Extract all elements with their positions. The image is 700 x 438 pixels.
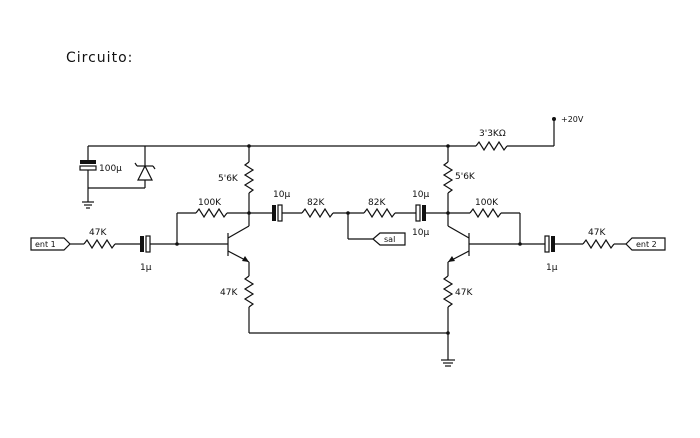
- r-col-right: [442, 144, 454, 226]
- r-fb-right-label: 100K: [475, 198, 499, 208]
- r-fb-left-label: 100K: [198, 198, 222, 208]
- supply-rail: [88, 117, 556, 152]
- c-coup-left-label: 10μ: [273, 190, 290, 200]
- r-supply-label: 3'3KΩ: [479, 129, 506, 139]
- r-col-left: [243, 144, 255, 226]
- supply-label: +20V: [561, 115, 584, 124]
- r-col-left-label: 5'6K: [218, 174, 239, 184]
- r-fb-left: [176, 207, 251, 244]
- r-mid-right-label: 82K: [368, 198, 386, 208]
- c-coup-right-bottom-label: 10μ: [412, 228, 429, 238]
- c-in-left-label: 1μ: [140, 263, 152, 273]
- c-supply-label: 100μ: [99, 164, 122, 174]
- port-out: sal: [384, 235, 395, 244]
- c-in-right-label: 1μ: [546, 263, 558, 273]
- transistor-left: [227, 225, 250, 276]
- r-fb-right: [448, 207, 522, 246]
- r-em-left-label: 47K: [220, 288, 238, 298]
- r-em-right-label: 47K: [455, 288, 473, 298]
- r-em-right: [441, 275, 455, 367]
- port-in2: ent 2: [636, 240, 657, 249]
- input-left: [30, 235, 228, 253]
- input-right: [469, 235, 666, 253]
- r-em-left: [243, 275, 448, 334]
- r-in-right-label: 47K: [588, 228, 606, 238]
- c-coup-right-top-label: 10μ: [412, 190, 429, 200]
- supply-decoupling: [79, 146, 156, 209]
- page-title: Circuito:: [66, 50, 134, 66]
- r-mid-left-label: 82K: [307, 198, 325, 208]
- r-col-right-label: 5'6K: [455, 172, 476, 182]
- port-in1: ent 1: [35, 240, 56, 249]
- transistor-right: [447, 225, 470, 276]
- r-in-left-label: 47K: [89, 228, 107, 238]
- coupling-network: [249, 204, 450, 246]
